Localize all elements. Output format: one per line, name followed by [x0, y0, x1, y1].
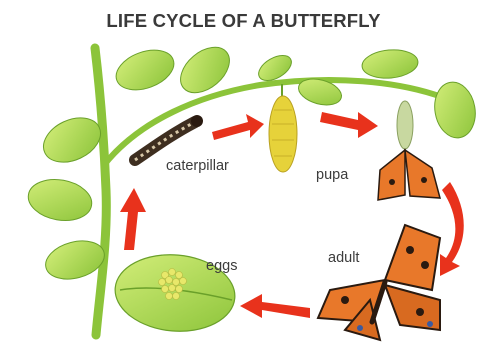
arrow-adult-to-eggs [240, 294, 310, 318]
arrow-pupa-to-emerging [320, 112, 378, 138]
arrow-pupa-to-adult [440, 182, 464, 276]
adult-label: adult [328, 250, 359, 266]
arrow-eggs-to-caterpillar [120, 188, 146, 250]
arrow-caterpillar-to-pupa [212, 114, 264, 140]
caterpillar-label: caterpillar [166, 158, 229, 174]
eggs-label: eggs [206, 258, 237, 274]
pupa-figure [269, 84, 297, 172]
emerging-butterfly-figure [378, 101, 440, 200]
caterpillar-figure [135, 115, 203, 160]
pupa-label: pupa [316, 167, 348, 183]
adult-butterfly-figure [318, 225, 440, 340]
